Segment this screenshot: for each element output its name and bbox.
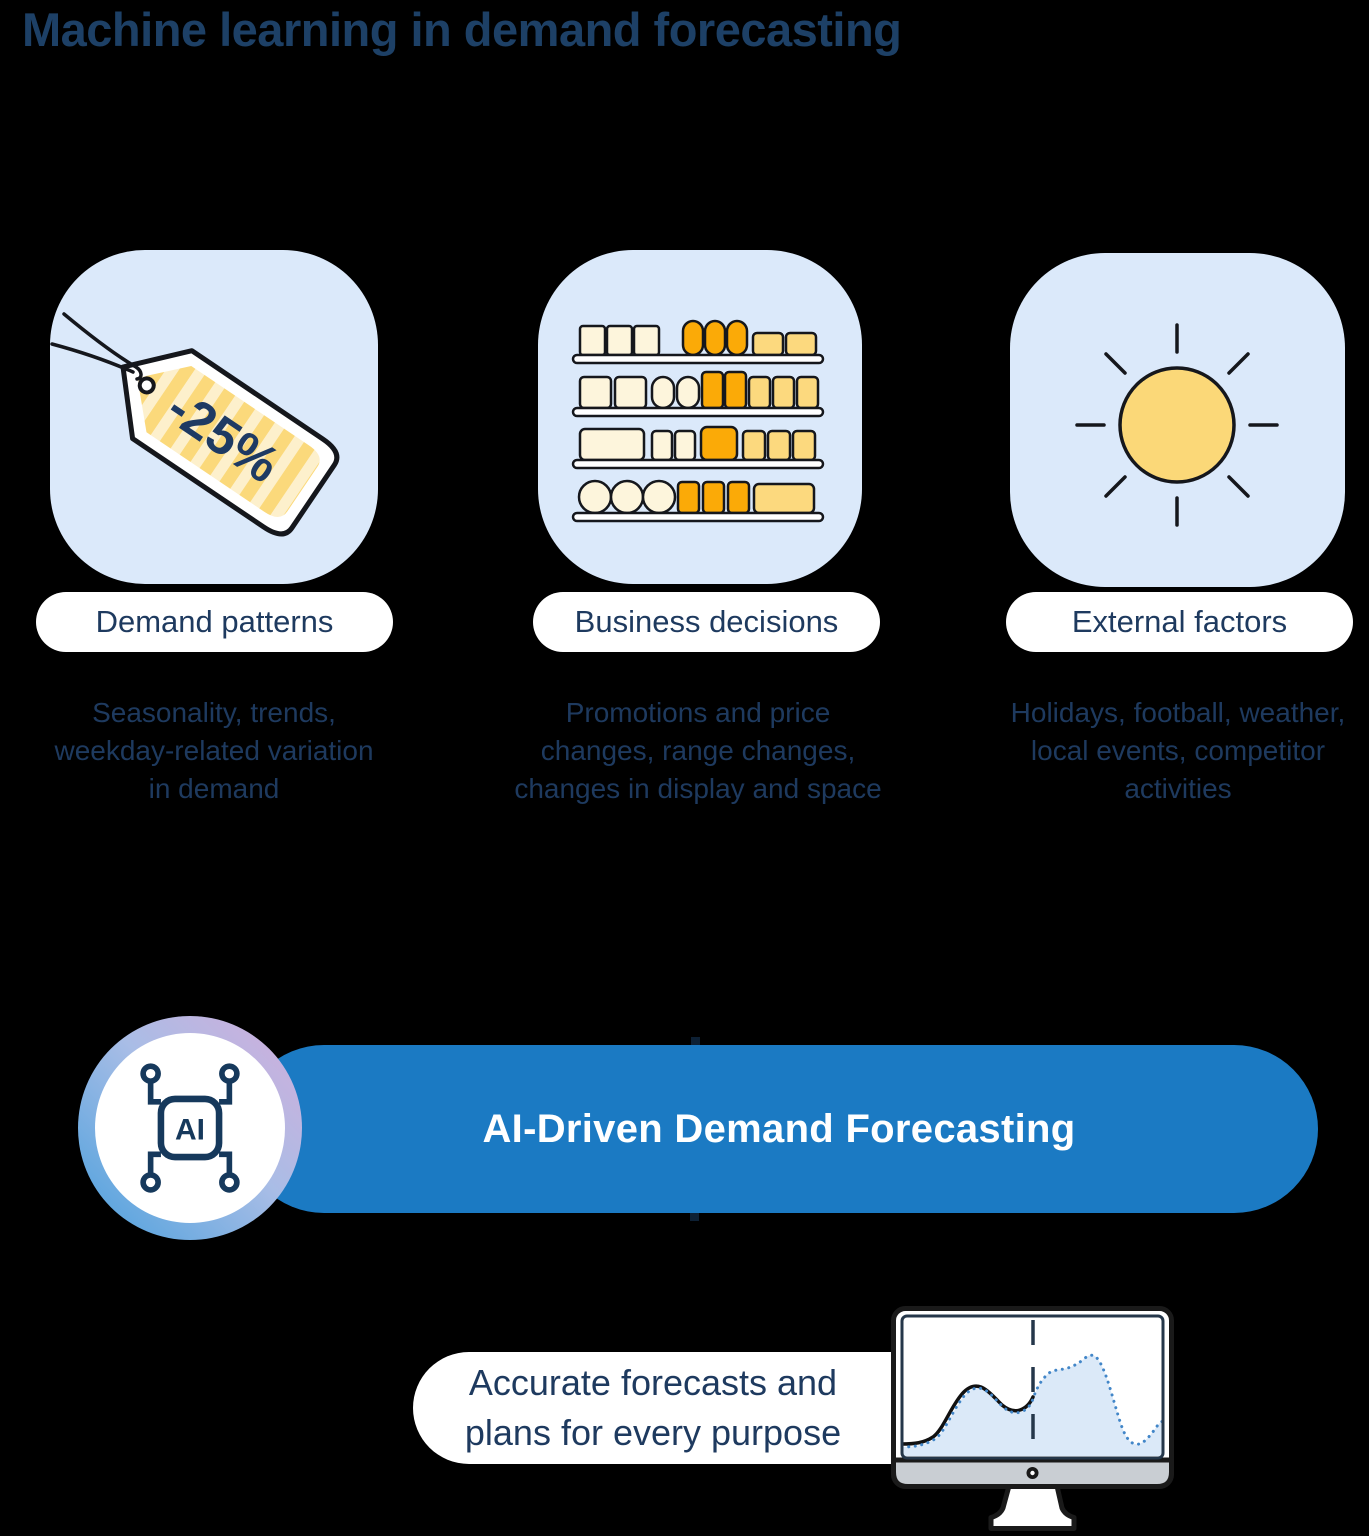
description-line: activities xyxy=(1124,773,1232,804)
description-line: changes in display and space xyxy=(514,773,882,804)
pill-label: External factors xyxy=(1071,604,1288,639)
forecast-dotted-line xyxy=(902,1353,1163,1449)
monitor-forecast-chart-icon xyxy=(891,1306,1174,1531)
description-line: weekday-related variation xyxy=(54,735,374,766)
result-pill: Accurate forecasts and plans for every p… xyxy=(413,1352,983,1464)
banner-label: AI-Driven Demand Forecasting xyxy=(482,1106,1076,1151)
description-business-decisions: Promotions and price changes, range chan… xyxy=(498,694,898,808)
result-line: Accurate forecasts and xyxy=(468,1362,838,1403)
arrow-stub-top xyxy=(691,1037,700,1046)
ai-badge-inner: AI xyxy=(95,1033,285,1223)
sun-rays xyxy=(1075,323,1279,527)
card-external-factors xyxy=(1010,253,1345,587)
ai-chip-label: AI xyxy=(175,1113,205,1146)
description-line: in demand xyxy=(148,773,280,804)
description-line: Holidays, football, weather, xyxy=(1010,697,1346,728)
tag-string xyxy=(62,312,143,381)
page-title: Machine learning in demand forecasting xyxy=(22,3,902,56)
description-demand-patterns: Seasonality, trends, weekday-related var… xyxy=(18,694,410,808)
price-tag-icon: -25% xyxy=(50,312,340,537)
arrow-stub-bottom xyxy=(690,1211,699,1221)
card-business-decisions xyxy=(538,250,862,584)
description-line: changes, range changes, xyxy=(540,735,856,766)
monitor-stand xyxy=(988,1483,1077,1531)
result-line: plans for every purpose xyxy=(464,1412,842,1453)
pill-label: Demand patterns xyxy=(95,604,334,639)
label-pill-business-decisions: Business decisions xyxy=(533,592,880,652)
store-shelf-icon xyxy=(571,319,825,523)
pill-label: Business decisions xyxy=(574,604,839,639)
label-pill-demand-patterns: Demand patterns xyxy=(36,592,393,652)
description-line: local events, competitor xyxy=(1030,735,1326,766)
ai-badge: AI xyxy=(78,1016,302,1240)
forecast-area-fill xyxy=(902,1355,1163,1456)
ai-banner: AI-Driven Demand Forecasting xyxy=(240,1045,1318,1213)
sun-icon xyxy=(1075,323,1279,527)
description-external-factors: Holidays, football, weather, local event… xyxy=(978,694,1369,808)
forecast-chart xyxy=(902,1320,1163,1456)
card-demand-patterns: -25% xyxy=(50,250,378,584)
description-line: Seasonality, trends, xyxy=(92,697,336,728)
description-line: Promotions and price xyxy=(565,697,831,728)
result-text: Accurate forecasts and plans for every p… xyxy=(413,1358,893,1458)
tag-string xyxy=(50,342,135,374)
ai-chip-icon: AI xyxy=(140,1063,240,1193)
label-pill-external-factors: External factors xyxy=(1006,592,1353,652)
